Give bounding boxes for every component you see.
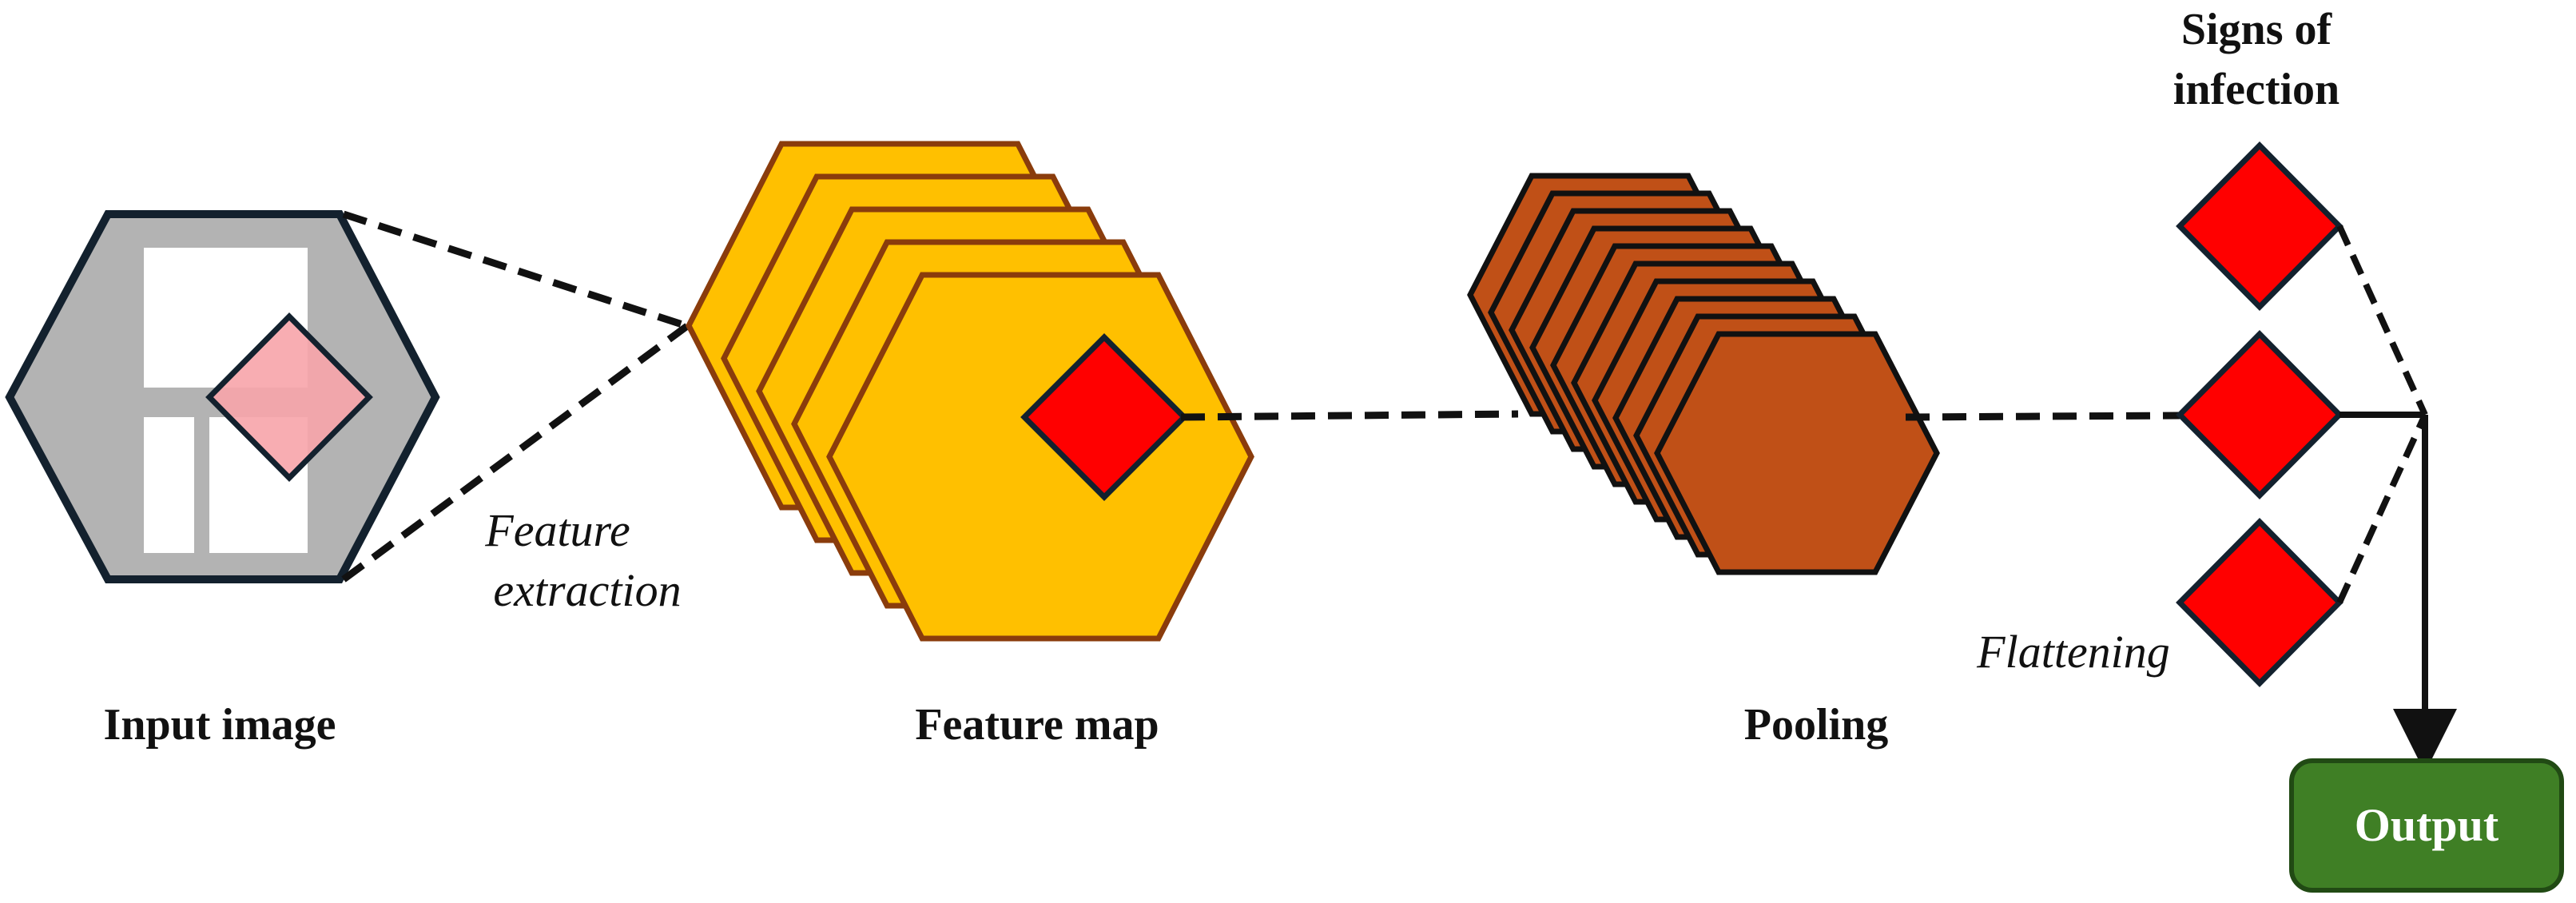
extraction-connector-lines: [341, 210, 690, 583]
signs-label-line1: Signs of: [2181, 5, 2333, 54]
input-diamond-icon: [205, 312, 373, 482]
input-image-label: Input image: [104, 700, 336, 750]
sign-diamond-icon-middle: [2176, 330, 2343, 499]
feature-extraction-label-line2: extraction: [493, 564, 681, 616]
sign-diamond-icon-top: [2176, 141, 2343, 311]
feature-map-stack: [686, 141, 1254, 642]
input-image-node: [5, 210, 440, 583]
output-node: Output: [2289, 758, 2564, 893]
feature-map-label: Feature map: [915, 700, 1159, 750]
feature-to-pooling-connector: [1180, 410, 1519, 421]
sign-diamond-icon-bottom: [2176, 518, 2343, 687]
pooling-hexagon: [1654, 331, 1940, 575]
output-label: Output: [2355, 799, 2499, 851]
feature-map-hexagon: [826, 272, 1254, 642]
pooling-label: Pooling: [1744, 700, 1888, 750]
pooling-stack: [1467, 173, 1940, 575]
signs-label-line2: infection: [2173, 65, 2339, 114]
input-image-panel-bottom-left: [144, 417, 194, 553]
output-box: [2289, 758, 2564, 893]
flattening-label: Flattening: [1976, 626, 2170, 678]
feature-diamond-icon: [1020, 333, 1188, 501]
pooling-to-signs-connector: [1905, 412, 2180, 421]
signs-converge-lines: [2336, 225, 2457, 773]
signs-of-infection-group: [2176, 141, 2343, 687]
feature-extraction-label-line1: Feature: [484, 504, 630, 556]
